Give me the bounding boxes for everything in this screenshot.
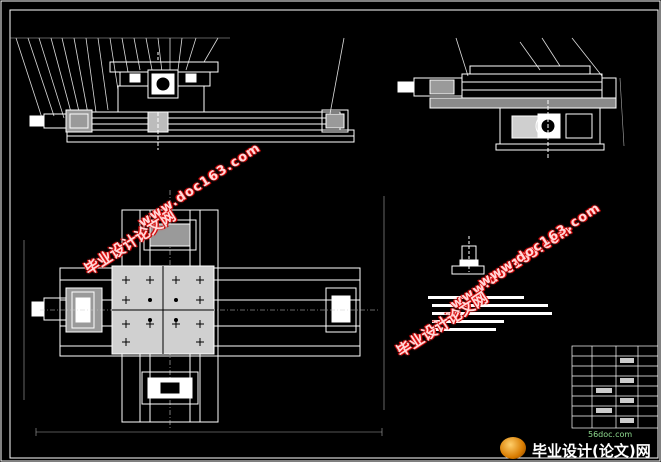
sheet-inner-border — [9, 9, 659, 459]
side-view — [397, 37, 625, 158]
logo-site-text: 56doc.com — [588, 430, 633, 439]
plan-view — [23, 190, 385, 436]
site-logo: 56doc.com 毕业设计(论文)网 — [498, 429, 660, 461]
logo-brand-text: 毕业设计(论文)网 — [532, 442, 651, 460]
detail-and-notes — [428, 236, 552, 331]
front-view — [10, 37, 355, 150]
logo-ball-icon — [500, 437, 526, 459]
title-block — [571, 345, 659, 429]
side-view-leaders — [455, 37, 603, 77]
front-view-leaders — [15, 37, 345, 119]
